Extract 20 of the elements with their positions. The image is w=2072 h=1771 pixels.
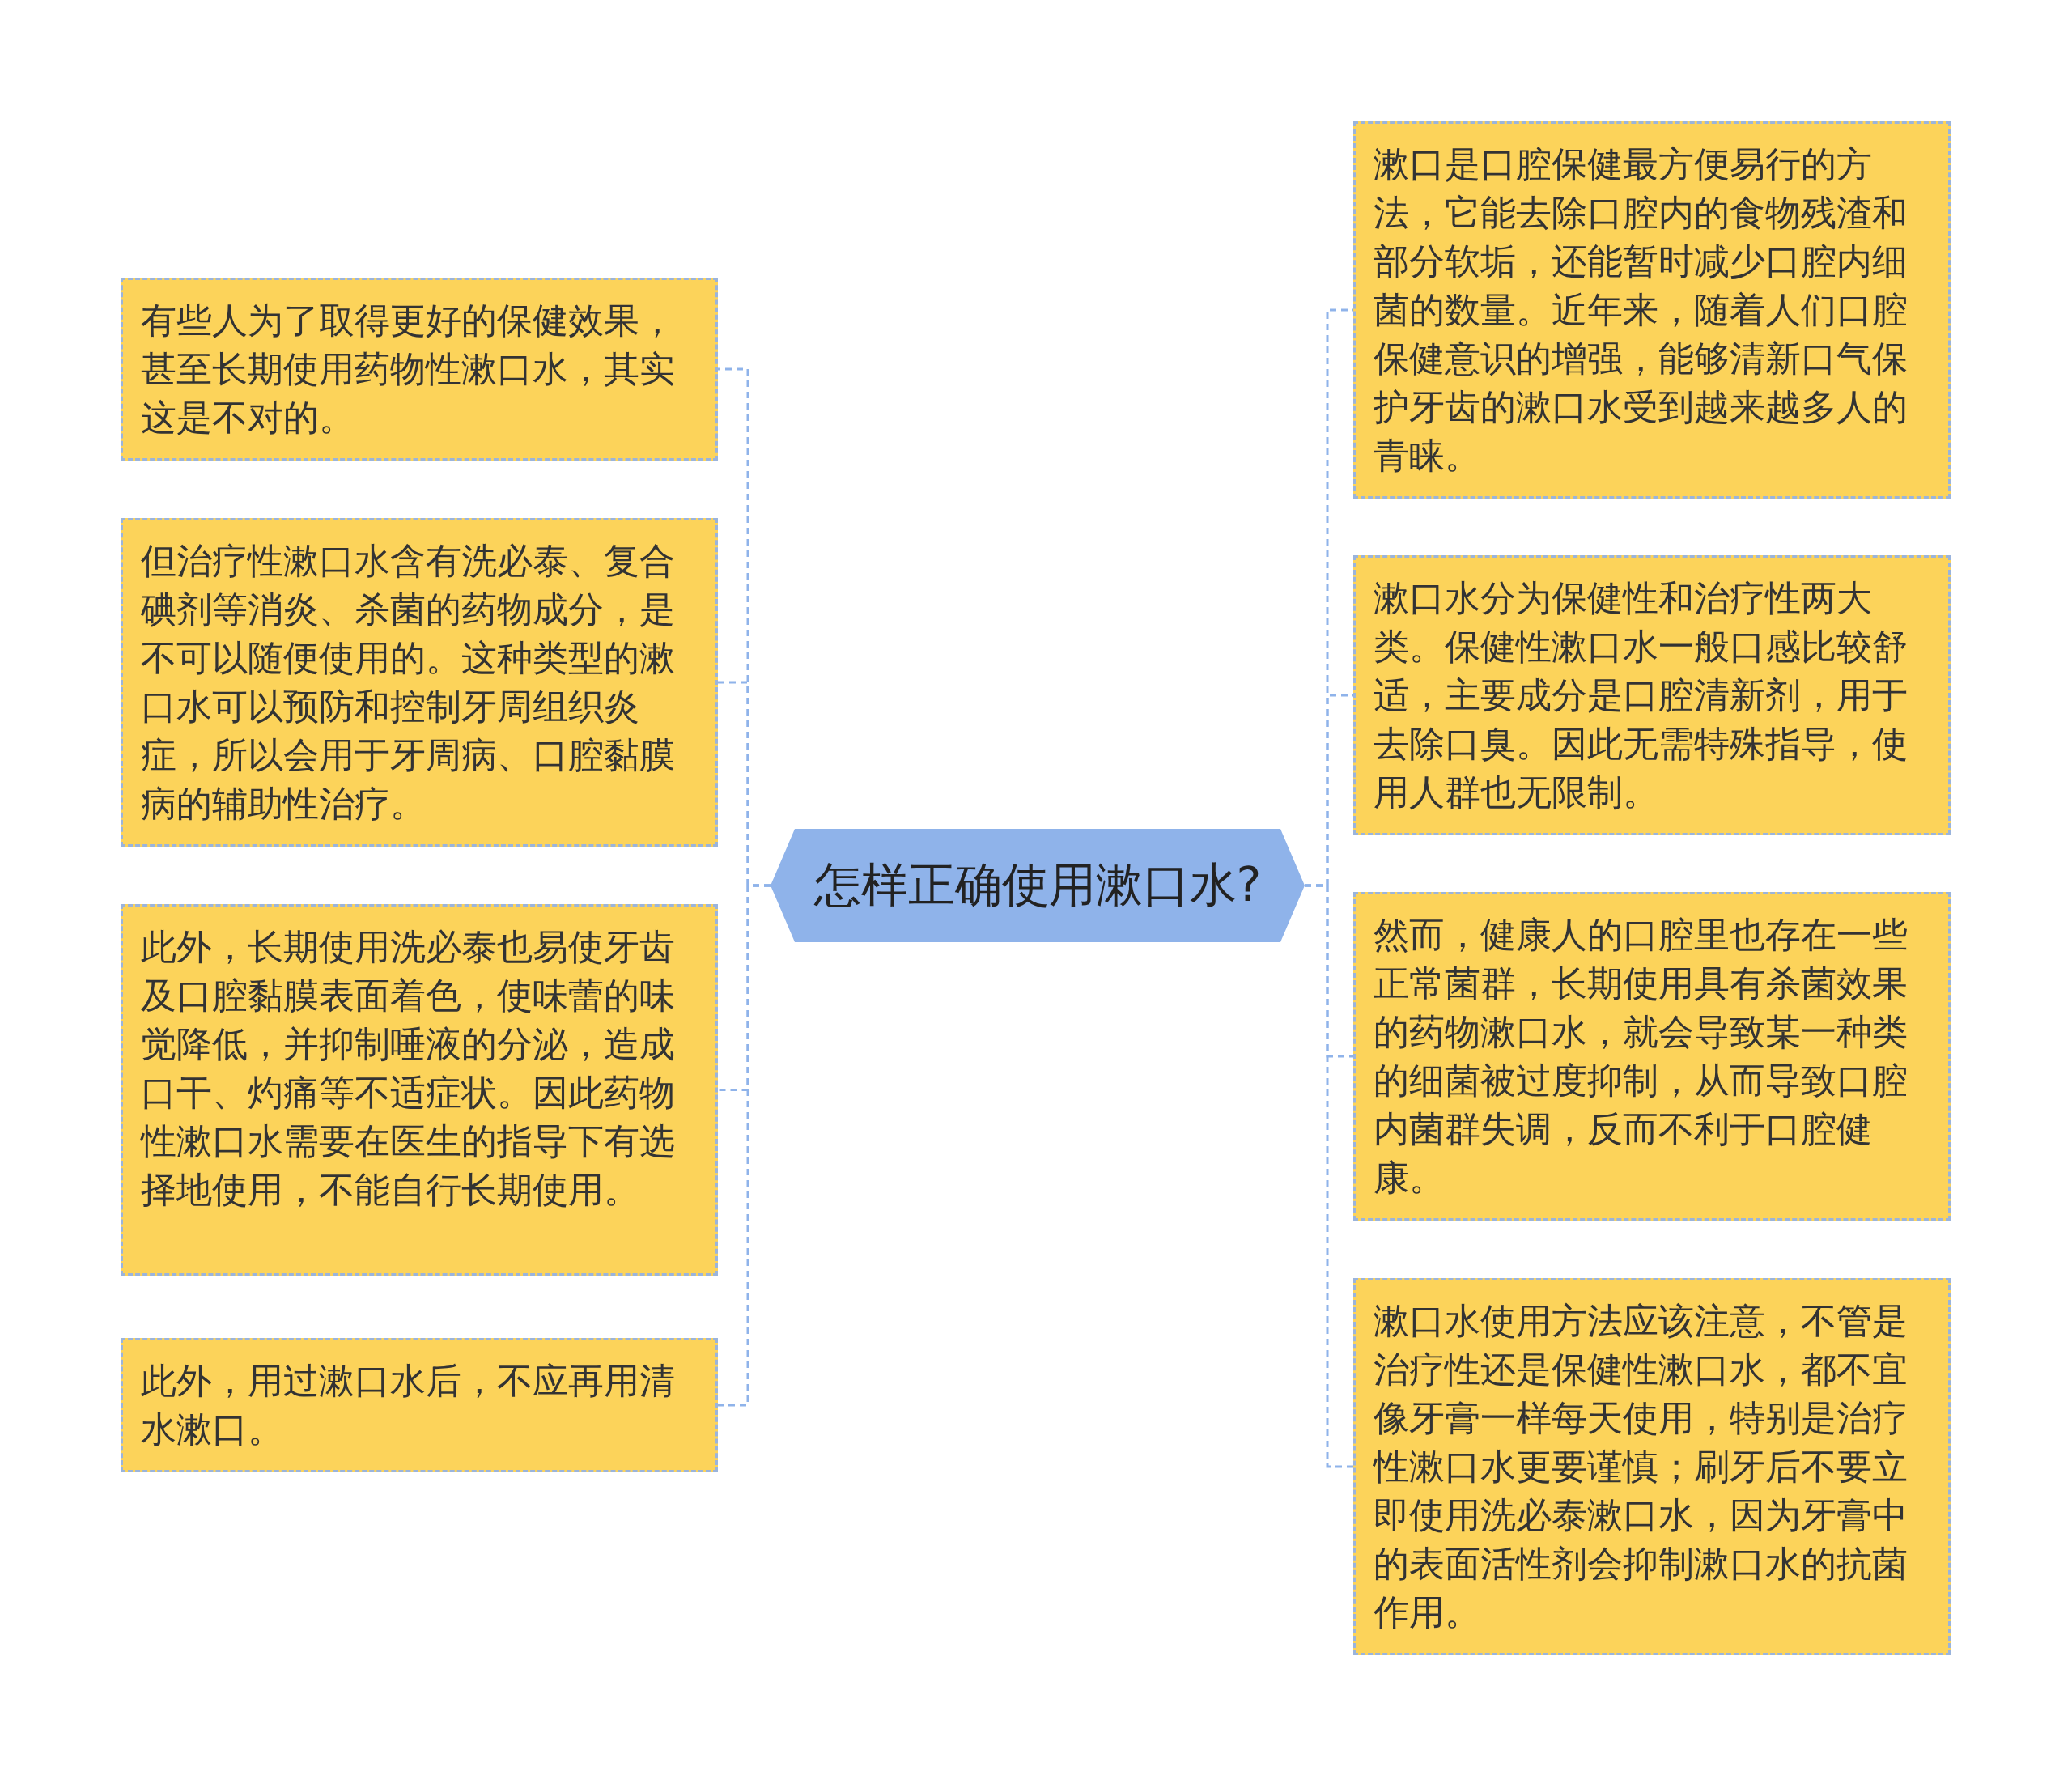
paragraph: 有些人为了取得更好的保健效果，甚至长期使用药物性漱口水，其实这是不对的。 xyxy=(141,299,675,438)
paragraph: 但治疗性漱口水含有洗必泰、复合碘剂等消炎、杀菌的药物成分，是不可以随便使用的。这种类型的漱口水可以预防和控制牙周组织炎症，所以会用于牙周病、口腔黏膜病的辅助性治疗。 xyxy=(141,540,675,824)
connector-line xyxy=(718,884,771,1407)
paragraph: 此外，用过漱口水后，不应再用清水漱口。 xyxy=(141,1360,675,1450)
paragraph: 然而，健康人的口腔里也存在一些正常菌群，长期使用具有杀菌效果的药物漱口水，就会导致某一种类的细菌被过度抑制，从而导致口腔内菌群失调，反而不利于口腔健康。 xyxy=(1374,914,1908,1198)
text-box xyxy=(1353,892,1951,1221)
text-box xyxy=(1353,555,1951,835)
topic-hexagon xyxy=(771,829,1305,942)
paragraph: 漱口水分为保健性和治疗性两大类。保健性漱口水一般口感比较舒适，主要成分是口腔清新剂，用于去除口臭。因此无需特殊指导，使用人群也无限制。 xyxy=(1374,577,1908,813)
text-box xyxy=(121,904,718,1276)
text-box xyxy=(1353,121,1951,499)
text-box xyxy=(1353,1278,1951,1655)
paragraph: 此外，长期使用洗必泰也易使牙齿及口腔黏膜表面着色，使味蕾的味觉降低，并抑制唾液的分泌，造成口干、灼痛等不适症状。因此药物性漱口水需要在医生的指导下有选择地使用，不能自行长期使用。 xyxy=(141,926,675,1210)
text-box xyxy=(121,278,718,461)
text-box xyxy=(121,518,718,847)
topic-title: 怎样正确使用漱口水? xyxy=(813,856,1262,914)
paragraph: 漱口水使用方法应该注意，不管是治疗性还是保健性漱口水，都不宜像牙膏一样每天使用，特别是治疗性漱口水更要谨慎；刷牙后不要立即使用洗必泰漱口水，因为牙膏中的表面活性剂会抑制漱口水的抗菌作用。 xyxy=(1374,1300,1908,1633)
text-box xyxy=(121,1338,718,1472)
connector-line xyxy=(1305,884,1353,1468)
paragraph: 漱口是口腔保健最方便易行的方法，它能去除口腔内的食物残渣和部分软垢，还能暂时减少口腔内细菌的数量。近年来，随着人们口腔保健意识的增强，能够清新口气保护牙齿的漱口水受到越来越多人的青睐。 xyxy=(1374,143,1908,476)
